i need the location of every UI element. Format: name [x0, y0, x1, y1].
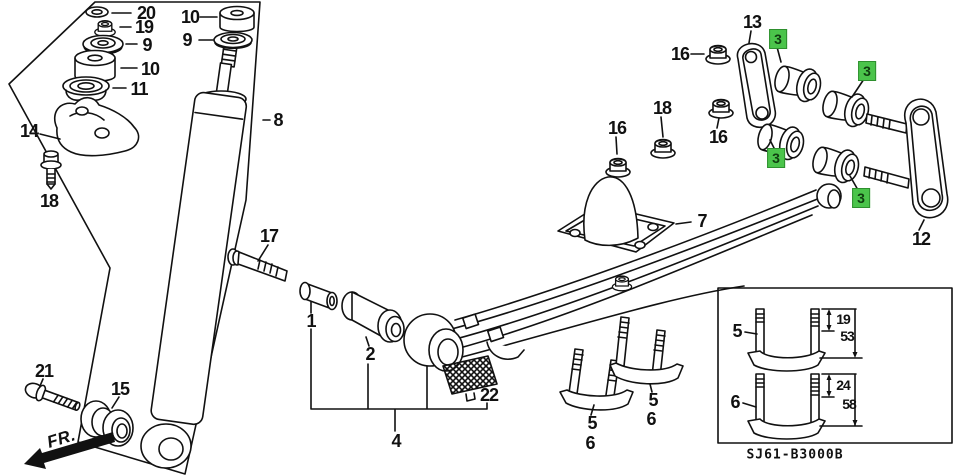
part-label-10-3: 10: [140, 59, 160, 79]
inset-dims-6: [819, 373, 863, 427]
part-label-14-8: 14: [19, 121, 39, 141]
shackle-plate-13-drawing: [736, 42, 776, 129]
part-label-9-6: 9: [182, 30, 192, 50]
part-label-5-24: 5: [587, 413, 597, 433]
bolt-17-drawing: [227, 248, 288, 282]
part-label-24-32: 24: [836, 377, 851, 393]
bushing-2-drawing: [341, 291, 405, 343]
shackle-plate-12-drawing: [863, 98, 949, 219]
inset-u-bolt-5: [747, 308, 826, 372]
sleeve-1-drawing: [299, 281, 338, 311]
part-label-11-4: 11: [130, 79, 148, 99]
part-label-19-30: 19: [836, 311, 851, 327]
part-label-3-36: 3: [767, 148, 785, 168]
part-label-12-23: 12: [911, 229, 931, 249]
part-label-18-20: 18: [652, 98, 672, 118]
shock-absorber-drawing: [140, 42, 248, 469]
inset-box: [717, 287, 953, 444]
part-label-8-7: 8: [273, 110, 283, 130]
part-label-3-35: 3: [858, 61, 876, 81]
part-label-15-12: 15: [110, 379, 130, 399]
leader-lines: [39, 12, 925, 416]
u-bolt-left-drawing: [559, 348, 634, 411]
fr-arrow: [24, 432, 115, 469]
part-label-3-34: 3: [769, 29, 787, 49]
part-label-16-22: 16: [708, 127, 728, 147]
boundary-outline: [8, 1, 261, 475]
part-label-17-10: 17: [259, 226, 279, 246]
part-label-18-9: 18: [39, 191, 59, 211]
bolt-18-left-drawing: [40, 150, 62, 190]
part-label-58-33: 58: [842, 396, 857, 412]
part-label-19-1: 19: [134, 17, 154, 37]
part-label-9-2: 9: [142, 35, 152, 55]
part-label-6-29: 6: [730, 392, 740, 412]
part-label-53-31: 53: [840, 328, 855, 344]
diagram-code: SJ61-B3000B: [746, 447, 844, 463]
part-label-22-15: 22: [479, 385, 499, 405]
part-label-13-18: 13: [742, 12, 762, 32]
shackle-group: [605, 42, 949, 219]
front-bushing-group: [227, 248, 498, 432]
bump-stop-drawing: [557, 176, 675, 253]
part-label-7-17: 7: [697, 211, 707, 231]
part-label-10-5: 10: [180, 7, 200, 27]
rod-mount-stack: [213, 5, 255, 50]
part-label-20-0: 20: [136, 3, 156, 23]
part-label-6-27: 6: [646, 409, 656, 429]
part-label-6-25: 6: [585, 433, 595, 453]
u-bolt-right-drawing: [609, 316, 684, 385]
part-label-5-26: 5: [648, 390, 658, 410]
inset-dims-5: [819, 308, 863, 359]
bracket-14-drawing: [53, 96, 140, 157]
part-label-3-37: 3: [852, 188, 870, 208]
part-label-21-11: 21: [34, 361, 54, 381]
upper-mount-stack: [62, 6, 124, 101]
part-label-4-16: 4: [391, 431, 401, 451]
part-label-16-19: 16: [670, 44, 690, 64]
inset-u-bolt-6: [747, 373, 826, 440]
part-label-5-28: 5: [732, 321, 742, 341]
bolt-21-drawing: [24, 382, 81, 411]
part-label-1-13: 1: [306, 311, 316, 331]
part-label-2-14: 2: [365, 344, 375, 364]
pad-22-drawing: [442, 355, 498, 402]
part-label-16-21: 16: [607, 118, 627, 138]
leaf-spring-drawing: [447, 183, 842, 360]
